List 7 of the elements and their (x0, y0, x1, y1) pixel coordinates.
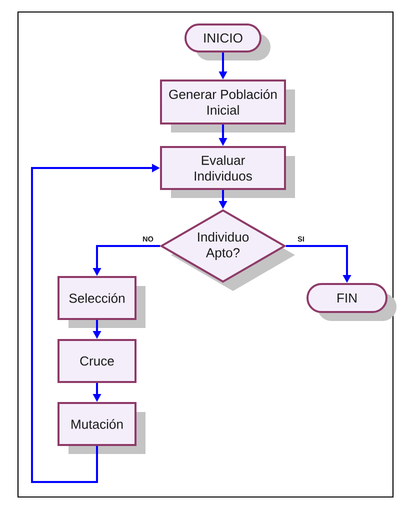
process-box: Generar Población Inicial (160, 80, 286, 124)
process-box: Cruce (58, 339, 136, 383)
process-box: Selección (58, 276, 136, 320)
terminal-box: INICIO (184, 24, 262, 52)
terminal-box: FIN (306, 283, 388, 313)
process-box: Mutación (58, 402, 136, 446)
process-box: Evaluar Individuos (160, 146, 286, 190)
